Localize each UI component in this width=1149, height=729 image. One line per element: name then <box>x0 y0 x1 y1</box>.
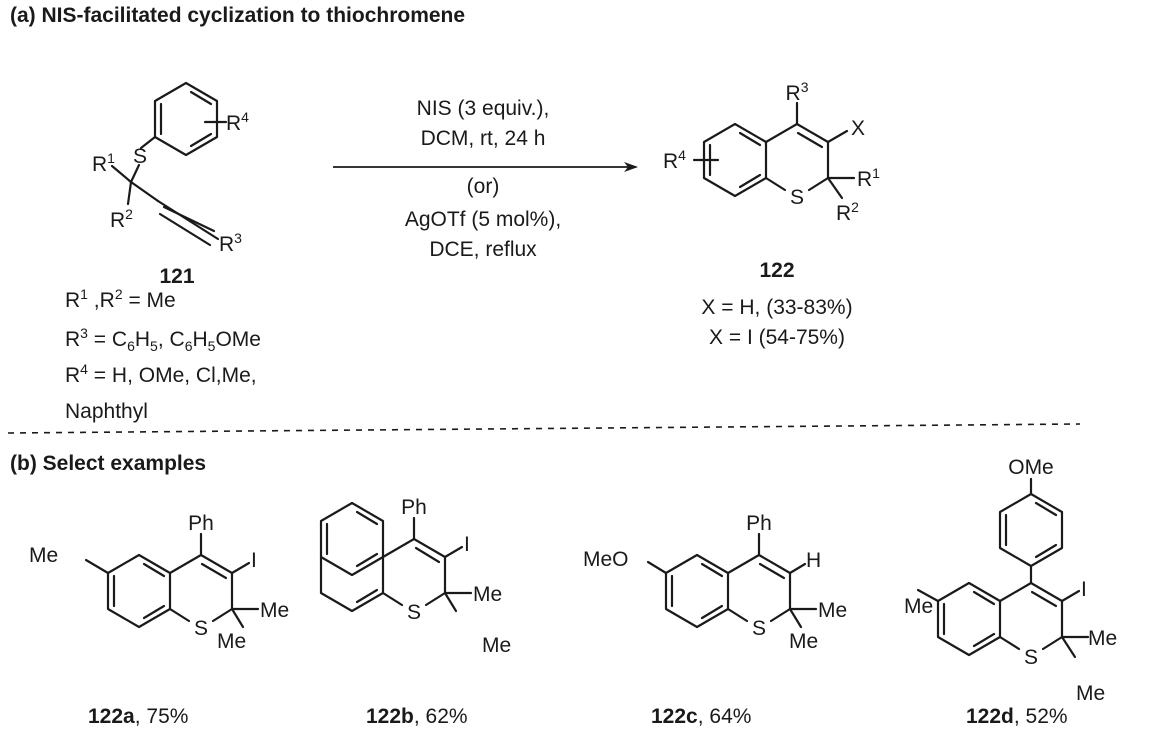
product-sulfur-label: S <box>790 186 804 209</box>
product-r4-label: R4 <box>663 147 686 173</box>
example-122a-structure <box>84 532 260 629</box>
substituent-line-2: R3 = C6H5, C6H5OMe <box>65 325 261 354</box>
condition-line-5: DCE, reflux <box>429 238 537 261</box>
condition-line-4: AgOTf (5 mol%), <box>405 208 561 231</box>
condition-line-3: (or) <box>467 175 500 198</box>
substituent-line-4: Naphthyl <box>65 400 148 423</box>
example-122a-ph-label: Ph <box>188 512 214 535</box>
reactant-r1-label: R1 <box>92 150 115 176</box>
example-122c-methoxy-label: MeO <box>583 548 629 571</box>
reactant-sulfur-label: S <box>133 145 147 168</box>
example-122b-caption: 122b, 62% <box>366 705 468 728</box>
example-122d-methyl-label: Me <box>904 595 933 618</box>
example-122a-sulfur-label: S <box>194 617 208 640</box>
condition-line-2: DCM, rt, 24 h <box>421 127 546 150</box>
example-122a-iodo-label: I <box>251 549 257 572</box>
product-x-label: X <box>851 117 865 140</box>
reactant-r2-label: R2 <box>110 206 133 232</box>
example-122a-caption: 122a, 75% <box>88 705 188 728</box>
example-122a-methyl-label: Me <box>29 544 58 567</box>
example-122d-caption: 122d, 52% <box>966 705 1068 728</box>
example-122d-sulfur-label: S <box>1024 646 1038 669</box>
example-122d-structure <box>916 477 1090 659</box>
reactant-id-121: 121 <box>159 265 194 288</box>
example-122b-structure <box>319 501 473 613</box>
reactant-r3-label: R3 <box>219 230 242 256</box>
example-122b-sulfur-label: S <box>407 601 421 624</box>
example-122c-structure <box>646 532 818 629</box>
example-122c-me2-label: Me <box>789 630 818 653</box>
example-122c-me1-label: Me <box>818 599 847 622</box>
example-122c-hydro-label: H <box>806 549 821 572</box>
reactant-r4-label: R4 <box>226 109 249 135</box>
example-122a-me2-label: Me <box>217 630 246 653</box>
substituent-line-3: R4 = H, OMe, Cl,Me, <box>65 361 257 387</box>
example-122d-me2-label: Me <box>1076 682 1105 705</box>
condition-line-1: NIS (3 equiv.), <box>417 97 550 120</box>
example-122c-ph-label: Ph <box>746 512 772 535</box>
product-r1-label: R1 <box>857 165 880 191</box>
example-122c-caption: 122c, 64% <box>651 705 751 728</box>
product-r3-label: R3 <box>786 79 809 105</box>
product-yield-x-i: X = I (54-75%) <box>709 326 845 349</box>
example-122d-ome-label: OMe <box>1008 456 1054 479</box>
example-122b-iodo-label: I <box>464 533 470 556</box>
section-divider <box>7 423 1081 434</box>
example-122d-me1-label: Me <box>1088 627 1117 650</box>
example-122b-me2-label: Me <box>482 634 511 657</box>
product-yield-x-h: X = H, (33-83%) <box>701 296 852 319</box>
product-r2-label: R2 <box>836 199 859 225</box>
substituent-line-1: R1 ,R2 = Me <box>65 286 176 312</box>
section-a-title: (a) NIS-facilitated cyclization to thioc… <box>10 4 465 27</box>
example-122d-iodo-label: I <box>1081 578 1087 601</box>
example-122a-me1-label: Me <box>260 599 289 622</box>
reactant-121-structure <box>110 81 228 247</box>
product-122-structure <box>692 101 856 200</box>
product-id-122: 122 <box>759 259 794 282</box>
example-122b-ph-label: Ph <box>401 496 427 519</box>
example-122b-me1-label: Me <box>473 583 502 606</box>
example-122c-sulfur-label: S <box>752 617 766 640</box>
section-b-title: (b) Select examples <box>10 452 206 475</box>
